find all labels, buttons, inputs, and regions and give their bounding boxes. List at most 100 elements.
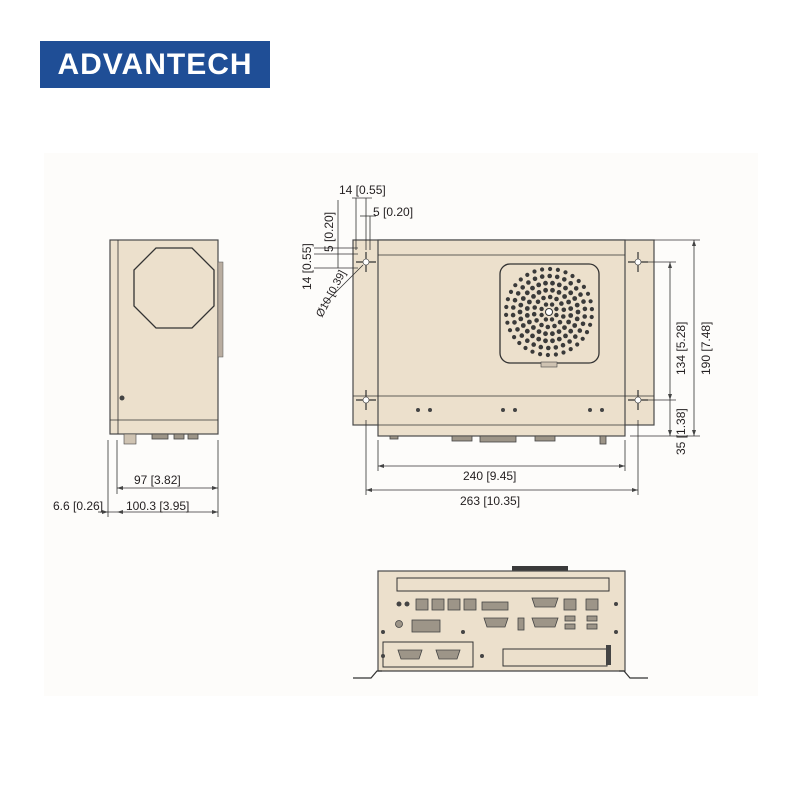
fan-hole [515,327,520,332]
fan-hole [568,281,573,286]
top-view: 240 [9.45] 263 [10.35] 134 [5.28] 190 [7… [300,183,713,508]
fan-hole [570,273,575,279]
dim-hole-diameter: Ø10 [0.39] [314,268,349,319]
fan-hole [588,322,593,327]
fan-hole [549,317,555,322]
fan-hole [563,285,568,291]
dim-side-6-6: 6.6 [0.26] [53,499,103,513]
fan-hole [550,338,555,344]
fan-hole [526,280,531,285]
fan-hole [577,328,583,333]
fan-hole [554,312,559,318]
bracket-hole-top-right [628,252,648,272]
fan-hole [519,333,525,338]
fan-hole [574,316,580,322]
power-connector [411,619,441,633]
fan-hole [515,291,521,296]
dim-5-top: 5 [0.20] [373,205,413,219]
fan-hole [545,308,553,316]
fan-hole [573,334,578,339]
bracket-hole-bottom-right [628,390,648,410]
fan-hole [524,328,530,334]
fan-hole [553,345,559,350]
fan-hole [561,350,566,355]
fan-hole [535,299,541,305]
fan-hole [566,299,571,305]
dim-5-left: 5 [0.20] [322,212,336,252]
foot-right [619,670,648,679]
dim-263: 263 [10.35] [460,494,520,508]
fan-hole [559,301,564,306]
dim-side-100-3: 100.3 [3.95] [126,499,189,513]
fan-hole [518,316,524,322]
fan-hole [581,299,586,304]
bracket-hole-top-left [356,252,376,272]
fan-hole [520,323,526,328]
fan-hole [507,328,513,333]
fan-hole [541,295,546,301]
fan-hole [531,342,536,347]
fan-hole [562,325,567,330]
fan-hole [568,306,574,311]
logo-text: ADVANTECH [57,47,253,81]
fan-hole [532,276,538,282]
serial-port-panel [382,641,474,668]
dim-14-left: 14 [0.55] [300,243,314,290]
fan-hole [520,285,525,290]
dim-134: 134 [5.28] [674,322,688,375]
foot-left [353,670,382,679]
side-fan-cover-octagon [133,247,215,329]
fan-hole [556,282,562,288]
fan-hole [574,302,580,308]
fan-hole [563,333,568,339]
fan-hole [508,289,514,294]
fan-hole [588,299,593,304]
fan-hole [580,336,585,341]
fan-hole [557,319,563,325]
fan-hole [550,287,555,293]
fan-hole [543,338,548,344]
fan-hole [531,311,537,317]
vga-port [483,617,509,628]
fan-hole [575,309,581,315]
fan-hole [560,342,566,348]
dim-14-top: 14 [0.55] [339,183,386,197]
fan-hole [530,349,535,354]
fan-hole [554,296,559,302]
fan-hole [539,322,544,328]
fan-hole [589,314,594,320]
fan-hole [530,333,535,339]
fan-hole [505,297,510,302]
fan-hole [543,280,548,286]
fan-hole [550,280,555,286]
rear-io-view [353,566,648,679]
dim-240: 240 [9.45] [463,469,516,483]
fan-hole [539,306,544,312]
fan-hole [512,297,518,303]
fan-hole [524,306,530,311]
fan-hole [538,352,543,357]
com-port-top [531,597,559,608]
fan-hole [538,344,544,350]
fan-hole [536,329,542,334]
fan-hole [543,302,549,307]
fan-hole [584,330,590,335]
fan-hole [531,325,536,330]
fan-hole [562,294,567,299]
fan-hole [524,313,530,318]
fan-hole [568,328,574,334]
fan-hole [524,290,530,296]
fan-hole [572,296,578,301]
dim-35: 35 [1.38] [674,408,688,455]
fan-hole [513,283,518,288]
fan-hole [505,320,510,325]
fan-hole [580,321,586,327]
fan-hole [539,312,544,318]
dim-side-97: 97 [3.82] [134,473,181,487]
drawing-panel: 97 [3.82] 6.6 [0.26] 100.3 [3.95] [44,153,758,696]
fan-hole [561,307,567,313]
fan-hole [578,292,583,297]
fan-hole [550,331,555,337]
fan-hole [543,287,548,293]
dim-190: 190 [7.48] [699,322,713,375]
